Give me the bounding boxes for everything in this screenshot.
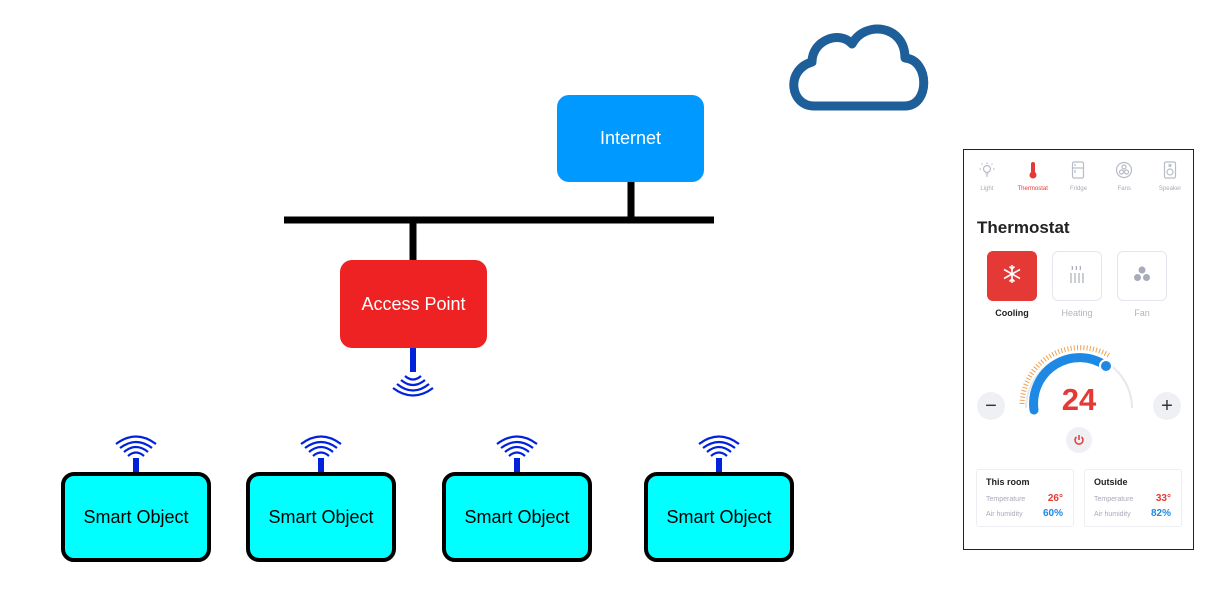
snowflake-icon — [1001, 263, 1023, 290]
fridge-icon — [1068, 160, 1088, 180]
thermometer-icon — [1023, 160, 1043, 180]
speaker-icon — [1160, 160, 1180, 180]
temperature-value: 26° — [1047, 493, 1063, 504]
tab-speaker[interactable]: Speaker — [1148, 150, 1192, 200]
temperature-label: Temperature — [1094, 496, 1134, 503]
mode-fan-button[interactable] — [1117, 251, 1167, 301]
internet-node: Internet — [557, 95, 704, 182]
power-button[interactable] — [1066, 427, 1092, 453]
wifi-icon — [496, 435, 538, 472]
card-title: This room — [986, 477, 1030, 487]
temperature-dial — [1019, 345, 1133, 415]
access-point-node: Access Point — [340, 260, 487, 348]
fan-icon — [1131, 263, 1153, 290]
humidity-label: Air humidity — [986, 511, 1023, 518]
tab-thermostat[interactable]: Thermostat — [1011, 150, 1055, 200]
mode-label: Cooling — [995, 308, 1029, 318]
cloud-icon — [789, 24, 929, 111]
smart-object-node: Smart Object — [442, 472, 592, 562]
decrease-temperature-button[interactable]: − — [977, 392, 1005, 420]
this-room-card: This room Temperature 26° Air humidity 6… — [976, 469, 1074, 527]
smart-object-antennas — [115, 435, 740, 472]
device-tabs: Light Thermostat Fridge Fans Speaker — [964, 150, 1193, 200]
mode-cooling-button[interactable] — [987, 251, 1037, 301]
tab-label: Thermostat — [1017, 186, 1048, 192]
page-title: Thermostat — [977, 218, 1070, 237]
increase-temperature-button[interactable]: + — [1153, 392, 1181, 420]
power-icon — [1073, 429, 1085, 452]
fan-icon — [1114, 160, 1134, 180]
smart-object-node: Smart Object — [61, 472, 211, 562]
mode-heating-button[interactable] — [1052, 251, 1102, 301]
tab-light[interactable]: Light — [965, 150, 1009, 200]
tab-label: Fans — [1117, 186, 1131, 192]
temperature-value: 33° — [1155, 493, 1171, 504]
tab-fans[interactable]: Fans — [1102, 150, 1146, 200]
tab-label: Speaker — [1158, 186, 1182, 192]
humidity-label: Air humidity — [1094, 511, 1131, 518]
humidity-value: 60% — [1042, 508, 1063, 519]
mode-label: Fan — [1134, 308, 1150, 318]
outside-card: Outside Temperature 33° Air humidity 82% — [1084, 469, 1182, 527]
temperature-label: Temperature — [986, 496, 1026, 503]
wifi-icon — [115, 435, 157, 472]
dial-handle[interactable] — [1099, 359, 1113, 373]
smart-object-node: Smart Object — [644, 472, 794, 562]
heater-icon — [1066, 263, 1088, 290]
wifi-icon — [300, 435, 342, 472]
tab-fridge[interactable]: Fridge — [1056, 150, 1100, 200]
wifi-icon — [698, 435, 740, 472]
wifi-icon — [392, 375, 434, 397]
tab-label: Light — [980, 186, 994, 192]
bulb-icon — [977, 160, 997, 180]
humidity-value: 82% — [1150, 508, 1171, 519]
smart-object-node: Smart Object — [246, 472, 396, 562]
card-title: Outside — [1094, 477, 1128, 487]
current-temperature: 24 — [1061, 382, 1097, 417]
tab-label: Fridge — [1069, 186, 1087, 192]
mode-label: Heating — [1061, 308, 1093, 318]
thermostat-app-screenshot: Light Thermostat Fridge Fans Speaker — [963, 149, 1194, 550]
